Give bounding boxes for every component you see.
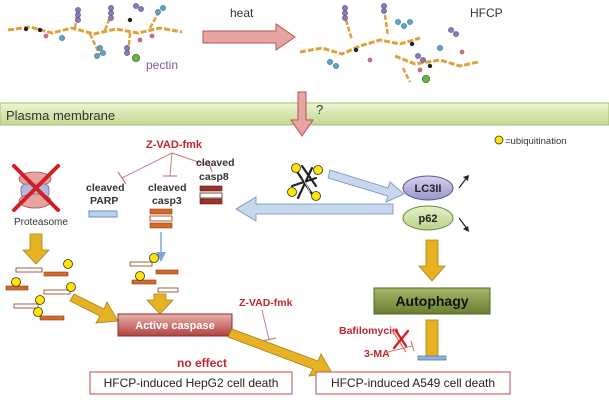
ubiquitinated-aggregate [287, 163, 323, 201]
hepg2-death-label: HFCP-induced HepG2 cell death [104, 376, 279, 390]
proteasome-label: Proteasome [14, 217, 68, 228]
p62-label: p62 [419, 213, 438, 225]
cleaved-casp8-label-2: casp8 [199, 171, 229, 183]
autophagy-label: Autophagy [395, 293, 468, 309]
ubiquitin-legend-icon [494, 135, 504, 145]
autophagy-box: Autophagy [373, 287, 491, 315]
three-ma-inhibitor: 3-MA [364, 340, 415, 360]
hepg2-death-box: HFCP-induced HepG2 cell death [89, 371, 293, 395]
proteasome: Proteasome [12, 164, 68, 228]
plasma-membrane-label: Plasma membrane [6, 108, 115, 123]
ubiquitinated-fragments-left [5, 259, 76, 321]
active-caspase-box: Active caspase [117, 313, 233, 337]
cleaved-casp8-label-1: cleaved [196, 157, 235, 169]
center-down-arrow [146, 293, 174, 315]
autophagy-to-a549-arrow [425, 319, 439, 357]
left-to-caspase-arrow [69, 293, 119, 324]
ubiquitinated-fragments-center [129, 253, 179, 293]
heat-label: heat [230, 6, 254, 20]
cleaved-casp3-label-1: cleaved [148, 182, 187, 194]
zvad-bottom-label: Z-VAD-fmk [239, 297, 293, 309]
cleaved-casp8: cleaved casp8 [196, 157, 235, 205]
cleaved-casp3: cleaved casp3 [148, 182, 187, 229]
proteasome-blocked-icon [12, 164, 60, 212]
pectin-molecule: pectin [7, 3, 183, 72]
parp-fragment [88, 210, 118, 218]
zvad-inhibitor-top: Z-VAD-fmk [117, 139, 213, 185]
autophagy-inhibition-bar [417, 355, 447, 361]
markers-to-autophagy-arrow [418, 239, 446, 282]
ubiquitination-legend-label: =ubiquitination [505, 136, 567, 147]
entry-arrow: ? [290, 91, 323, 137]
zvad-top-label: Z-VAD-fmk [146, 139, 203, 151]
heat-arrow: heat [202, 6, 296, 51]
hfcp-label: HFCP [470, 6, 503, 20]
proteasome-down-arrow [22, 233, 50, 265]
cleaved-parp: cleaved PARP [86, 182, 125, 218]
hfcp-molecule: HFCP [299, 3, 503, 84]
a549-death-box: HFCP-induced A549 cell death [315, 371, 511, 395]
cleaved-casp3-label-2: casp3 [152, 195, 182, 207]
marker-to-caspase-arrow [235, 196, 394, 222]
aggregate-to-lc3-arrow [327, 169, 405, 203]
bafilomycin-block-icon [392, 329, 410, 350]
a549-death-label: HFCP-induced A549 cell death [331, 376, 495, 390]
bafilomycin-label: Bafilomycin [339, 325, 399, 337]
no-effect-label: no effect [177, 356, 227, 370]
p62-node: p62 [402, 205, 469, 232]
cleaved-parp-label-2: PARP [90, 195, 118, 207]
lc3ii-label: LC3II [415, 183, 442, 195]
zvad-inhibitor-bottom: Z-VAD-fmk [239, 297, 293, 342]
cleaved-parp-label-1: cleaved [86, 182, 125, 194]
three-ma-label: 3-MA [364, 348, 390, 360]
question-mark: ? [316, 102, 323, 117]
pectin-label: pectin [146, 58, 178, 72]
ubiquitination-legend: =ubiquitination [494, 135, 567, 147]
lc3ii-node: LC3II [402, 175, 469, 201]
caspase-to-a549-arrow [227, 328, 333, 377]
active-caspase-label: Active caspase [135, 320, 215, 332]
